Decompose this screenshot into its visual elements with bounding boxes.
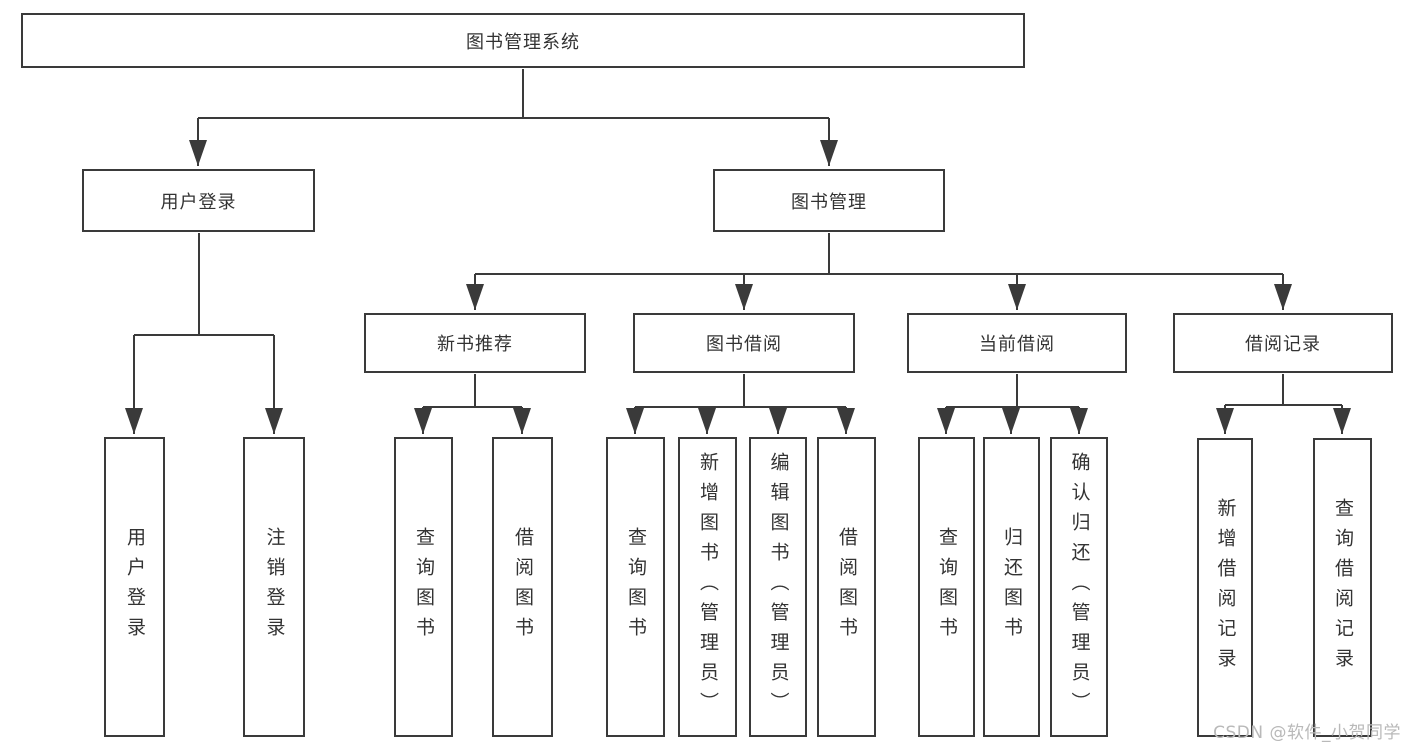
branch-node-user-login: 用户登录 — [82, 169, 315, 232]
branch-node-label: 图书管理 — [791, 191, 867, 213]
branch-node-label: 用户登录 — [160, 191, 237, 213]
leaf-node-label: 归还图书 — [1001, 527, 1023, 647]
module-node-book-borrow: 图书借阅 — [633, 313, 855, 373]
root-node-library-management-system: 图书管理系统 — [21, 13, 1025, 68]
leaf-node-query-books-borrow: 查询图书 — [606, 437, 665, 737]
connector-root-trunk — [198, 69, 829, 119]
watermark: CSDN @软件_小贺同学 — [1213, 723, 1401, 743]
leaf-node-label: 查询图书 — [936, 527, 958, 647]
leaf-node-label: 借阅图书 — [512, 527, 534, 647]
leaf-node-label: 新增借阅记录 — [1214, 497, 1237, 678]
leaf-node-label: 编辑图书（管理员） — [767, 452, 790, 722]
leaf-node-label: 查询图书 — [413, 527, 435, 647]
leaf-node-confirm-return-admin: 确认归还（管理员） — [1050, 437, 1108, 737]
leaf-node-return-books: 归还图书 — [983, 437, 1040, 737]
root-node-label: 图书管理系统 — [466, 31, 580, 53]
module-node-current-borrow: 当前借阅 — [907, 313, 1127, 373]
leaf-node-logout: 注销登录 — [243, 437, 305, 737]
module-node-label: 图书借阅 — [706, 334, 782, 355]
connector-records-trunk — [1225, 374, 1342, 406]
module-node-borrow-records: 借阅记录 — [1173, 313, 1393, 373]
leaf-node-label: 注销登录 — [263, 527, 286, 647]
leaf-node-user-login: 用户登录 — [104, 437, 165, 737]
connector-recommend-trunk — [423, 374, 522, 408]
leaf-node-label: 用户登录 — [124, 527, 146, 647]
leaf-node-borrow-books: 借阅图书 — [817, 437, 876, 737]
connector-current-trunk — [946, 374, 1079, 408]
leaf-node-label: 查询借阅记录 — [1332, 497, 1354, 678]
leaf-node-query-borrow-record: 查询借阅记录 — [1313, 438, 1372, 737]
module-node-new-book-recommend: 新书推荐 — [364, 313, 586, 373]
leaf-node-label: 借阅图书 — [836, 527, 858, 647]
connector-book-management-trunk — [475, 233, 1283, 275]
module-node-label: 借阅记录 — [1245, 334, 1321, 355]
connector-user-login-trunk — [134, 233, 274, 336]
leaf-node-label: 新增图书（管理员） — [697, 452, 719, 722]
leaf-node-add-books-admin: 新增图书（管理员） — [678, 437, 737, 737]
leaf-node-label: 确认归还（管理员） — [1068, 452, 1091, 722]
leaf-node-edit-books-admin: 编辑图书（管理员） — [749, 437, 807, 737]
leaf-node-label: 查询图书 — [625, 527, 647, 647]
connector-borrow-trunk — [635, 374, 846, 408]
branch-node-book-management: 图书管理 — [713, 169, 945, 232]
module-node-label: 当前借阅 — [979, 334, 1055, 355]
leaf-node-borrow-books-recommend: 借阅图书 — [492, 437, 553, 737]
leaf-node-add-borrow-record: 新增借阅记录 — [1197, 438, 1253, 737]
leaf-node-query-books-current: 查询图书 — [918, 437, 975, 737]
leaf-node-query-books-recommend: 查询图书 — [394, 437, 453, 737]
module-node-label: 新书推荐 — [437, 334, 513, 355]
